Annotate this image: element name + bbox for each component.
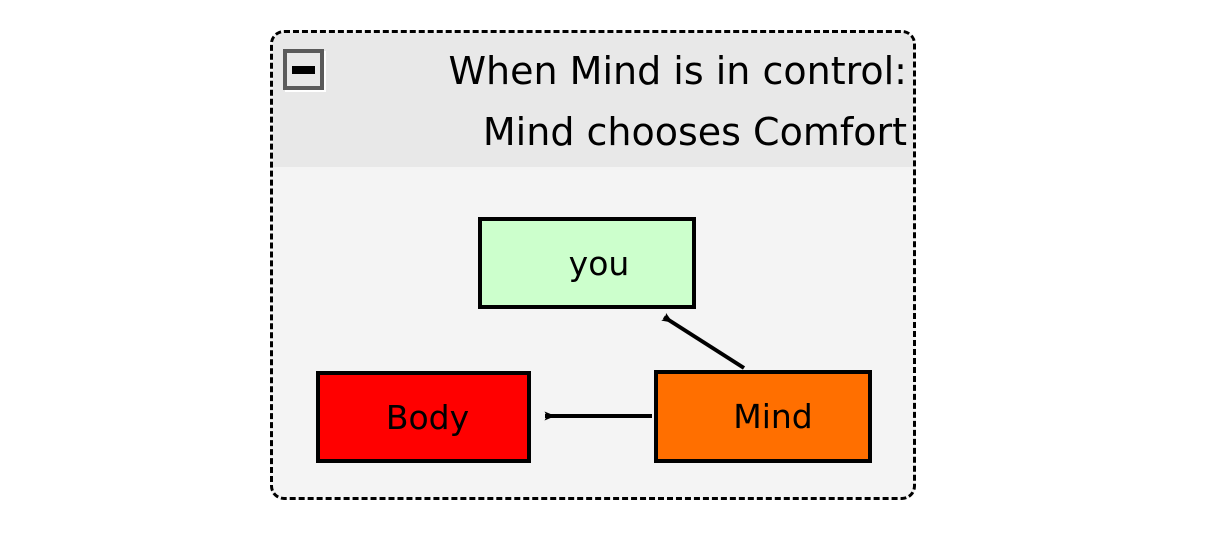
node-you-label: you (568, 243, 630, 283)
node-mind-label: Mind (733, 397, 813, 436)
group-container: When Mind is in control: Mind chooses Co… (270, 30, 916, 500)
edge-mind-to-you (661, 312, 746, 370)
graph-body: you Body Mind (273, 167, 913, 497)
node-body-label: Body (385, 397, 470, 437)
group-title: When Mind is in control: Mind chooses Co… (448, 49, 907, 154)
node-mind[interactable]: Mind (654, 370, 872, 463)
group-header: When Mind is in control: Mind chooses Co… (273, 33, 913, 167)
collapse-button[interactable] (283, 49, 324, 90)
edge-layer (544, 312, 746, 421)
node-you[interactable]: you (478, 217, 696, 309)
minus-icon (292, 66, 315, 74)
node-body[interactable]: Body (316, 371, 531, 463)
